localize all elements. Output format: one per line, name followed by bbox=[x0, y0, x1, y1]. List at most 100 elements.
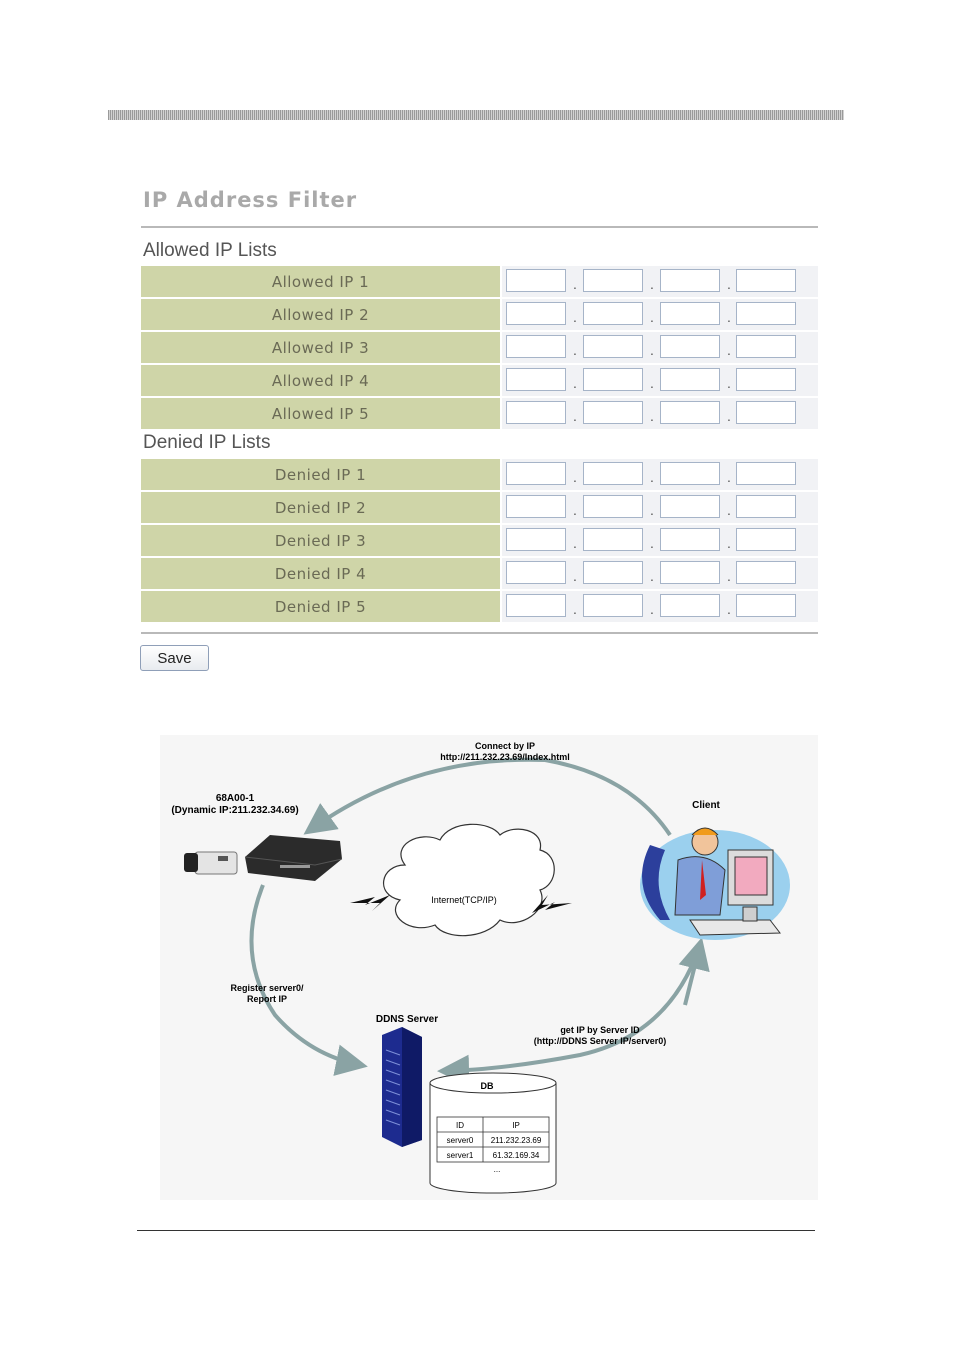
denied-ip-octet-2-input[interactable] bbox=[583, 495, 643, 518]
internet-cloud-icon bbox=[382, 823, 555, 937]
allowed-ip-inputs: ... bbox=[502, 365, 818, 396]
getip-label-1: get IP by Server ID bbox=[560, 1025, 640, 1035]
allowed-ip-octet-4-input[interactable] bbox=[736, 401, 796, 424]
denied-ip-octet-2-input[interactable] bbox=[583, 594, 643, 617]
allowed-ip-octet-2-input[interactable] bbox=[583, 302, 643, 325]
denied-ip-row: Denied IP 1... bbox=[141, 459, 818, 490]
allowed-ip-octet-2-input[interactable] bbox=[583, 335, 643, 358]
allowed-ip-octet-4-input[interactable] bbox=[736, 335, 796, 358]
octet-separator: . bbox=[650, 502, 654, 518]
octet-separator: . bbox=[650, 375, 654, 391]
denied-ip-label: Denied IP 2 bbox=[141, 492, 500, 523]
denied-ip-inputs: ... bbox=[502, 459, 818, 490]
video-server-device-icon bbox=[244, 835, 343, 881]
denied-ip-octet-1-input[interactable] bbox=[506, 462, 566, 485]
octet-separator: . bbox=[573, 375, 577, 391]
denied-ip-inputs: ... bbox=[502, 591, 818, 622]
octet-separator: . bbox=[650, 408, 654, 424]
allowed-ip-octet-2-input[interactable] bbox=[583, 368, 643, 391]
octet-separator: . bbox=[727, 342, 731, 358]
client-person-computer-icon bbox=[640, 827, 790, 940]
allowed-ip-octet-3-input[interactable] bbox=[660, 302, 720, 325]
denied-section-title: Denied IP Lists bbox=[143, 432, 271, 453]
allowed-ip-octet-1-input[interactable] bbox=[506, 368, 566, 391]
allowed-ip-octet-3-input[interactable] bbox=[660, 269, 720, 292]
denied-ip-inputs: ... bbox=[502, 558, 818, 589]
allowed-ip-octet-4-input[interactable] bbox=[736, 368, 796, 391]
allowed-ip-octet-1-input[interactable] bbox=[506, 302, 566, 325]
denied-ip-octet-1-input[interactable] bbox=[506, 528, 566, 551]
client-label: Client bbox=[692, 800, 720, 811]
allowed-ip-label: Allowed IP 3 bbox=[141, 332, 500, 363]
lightning-left-icon bbox=[350, 895, 390, 911]
denied-ip-octet-4-input[interactable] bbox=[736, 528, 796, 551]
allowed-ip-row: Allowed IP 2... bbox=[141, 299, 818, 330]
octet-separator: . bbox=[727, 568, 731, 584]
allowed-ip-octet-4-input[interactable] bbox=[736, 269, 796, 292]
denied-ip-octet-4-input[interactable] bbox=[736, 462, 796, 485]
save-button[interactable]: Save bbox=[140, 645, 209, 671]
allowed-ip-inputs: ... bbox=[502, 398, 818, 429]
header-decorative-bar bbox=[108, 110, 844, 120]
octet-separator: . bbox=[650, 535, 654, 551]
denied-ip-octet-3-input[interactable] bbox=[660, 594, 720, 617]
ddns-server-icon bbox=[382, 1027, 422, 1147]
ddns-server-label: DDNS Server bbox=[376, 1014, 438, 1025]
lightning-right-icon bbox=[532, 895, 572, 913]
denied-ip-octet-2-input[interactable] bbox=[583, 561, 643, 584]
denied-ip-octet-3-input[interactable] bbox=[660, 495, 720, 518]
db-header-ip: IP bbox=[512, 1121, 520, 1130]
page-title: IP Address Filter bbox=[143, 188, 358, 212]
allowed-ip-octet-3-input[interactable] bbox=[660, 368, 720, 391]
allowed-ip-label: Allowed IP 2 bbox=[141, 299, 500, 330]
octet-separator: . bbox=[573, 276, 577, 292]
denied-ip-octet-3-input[interactable] bbox=[660, 462, 720, 485]
denied-ip-octet-1-input[interactable] bbox=[506, 495, 566, 518]
connect-arrow-tail bbox=[544, 758, 672, 837]
allowed-ip-inputs: ... bbox=[502, 299, 818, 330]
denied-ip-octet-1-input[interactable] bbox=[506, 561, 566, 584]
denied-ip-octet-2-input[interactable] bbox=[583, 528, 643, 551]
allowed-ip-label: Allowed IP 1 bbox=[141, 266, 500, 297]
denied-ip-row: Denied IP 5... bbox=[141, 591, 818, 622]
octet-separator: . bbox=[650, 601, 654, 617]
allowed-ip-octet-1-input[interactable] bbox=[506, 401, 566, 424]
db-cell: 61.32.169.34 bbox=[493, 1151, 540, 1160]
denied-ip-octet-4-input[interactable] bbox=[736, 561, 796, 584]
octet-separator: . bbox=[573, 469, 577, 485]
allowed-ip-row: Allowed IP 5... bbox=[141, 398, 818, 429]
denied-ip-label: Denied IP 3 bbox=[141, 525, 500, 556]
db-table: ID IP server0 211.232.23.69 server1 61.3… bbox=[436, 1116, 550, 1174]
allowed-ip-row: Allowed IP 4... bbox=[141, 365, 818, 396]
octet-separator: . bbox=[727, 502, 731, 518]
denied-ip-inputs: ... bbox=[502, 492, 818, 523]
denied-ip-octet-3-input[interactable] bbox=[660, 528, 720, 551]
octet-separator: . bbox=[727, 535, 731, 551]
db-label: DB bbox=[481, 1081, 494, 1091]
denied-ip-label: Denied IP 5 bbox=[141, 591, 500, 622]
denied-ip-octet-1-input[interactable] bbox=[506, 594, 566, 617]
connect-label-1: Connect by IP bbox=[475, 741, 535, 751]
octet-separator: . bbox=[650, 309, 654, 325]
octet-separator: . bbox=[727, 601, 731, 617]
allowed-ip-octet-1-input[interactable] bbox=[506, 269, 566, 292]
octet-separator: . bbox=[727, 276, 731, 292]
allowed-ip-octet-3-input[interactable] bbox=[660, 401, 720, 424]
ddns-diagram: Connect by IP http://211.232.23.69/Index… bbox=[160, 735, 818, 1200]
allowed-ip-octet-2-input[interactable] bbox=[583, 269, 643, 292]
denied-ip-octet-3-input[interactable] bbox=[660, 561, 720, 584]
octet-separator: . bbox=[573, 535, 577, 551]
register-label-1: Register server0/ bbox=[230, 983, 304, 993]
db-cell: server0 bbox=[447, 1136, 474, 1145]
denied-ip-octet-4-input[interactable] bbox=[736, 495, 796, 518]
denied-ip-octet-2-input[interactable] bbox=[583, 462, 643, 485]
allowed-ip-octet-1-input[interactable] bbox=[506, 335, 566, 358]
denied-ip-row: Denied IP 2... bbox=[141, 492, 818, 523]
connect-arrow bbox=[303, 757, 546, 835]
allowed-ip-octet-4-input[interactable] bbox=[736, 302, 796, 325]
allowed-ip-octet-2-input[interactable] bbox=[583, 401, 643, 424]
db-more: ... bbox=[494, 1165, 501, 1174]
denied-ip-octet-4-input[interactable] bbox=[736, 594, 796, 617]
getip-arrow-head bbox=[678, 937, 710, 1006]
allowed-ip-octet-3-input[interactable] bbox=[660, 335, 720, 358]
